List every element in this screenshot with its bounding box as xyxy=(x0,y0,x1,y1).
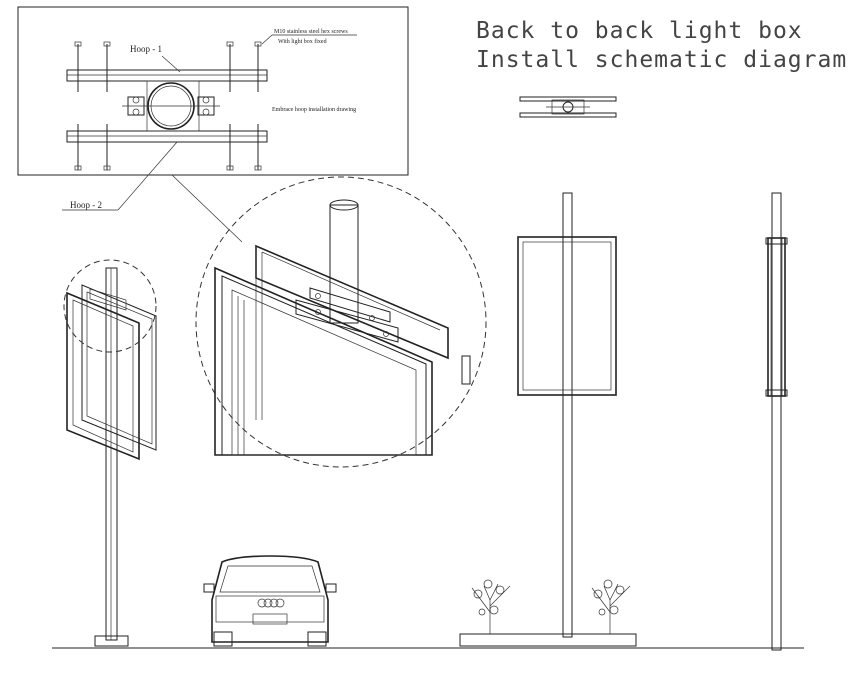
top-view-plan xyxy=(519,96,617,118)
hoop-2-bolts xyxy=(74,124,262,171)
plant-left xyxy=(471,579,511,634)
front-elevation xyxy=(459,192,637,647)
hoop-2-label: Hoop - 2 xyxy=(70,200,102,210)
hoop-2-bar xyxy=(66,130,268,143)
hoop-1-bolts xyxy=(74,41,262,92)
magnified-detail xyxy=(195,176,487,468)
install-note: Embrace hoop installation drawing xyxy=(272,107,356,113)
hoop-detail-panel: Hoop - 1 M10 stainless steel hex screws … xyxy=(17,6,409,211)
title-line-2: Install schematic diagram xyxy=(476,47,847,73)
side-elevation xyxy=(765,192,788,651)
screws-note-line-2: With light box fixed xyxy=(278,38,327,45)
hoop-1-label: Hoop - 1 xyxy=(130,44,162,54)
title-line-1: Back to back light box xyxy=(476,18,803,44)
screws-note-line-1: M10 stainless steel hex screws xyxy=(274,29,348,35)
hoop-1-bar xyxy=(66,69,268,82)
perspective-sign xyxy=(63,259,157,647)
pole-clamp xyxy=(122,80,220,132)
plant-right xyxy=(591,579,631,634)
car-rear-view xyxy=(203,555,337,647)
